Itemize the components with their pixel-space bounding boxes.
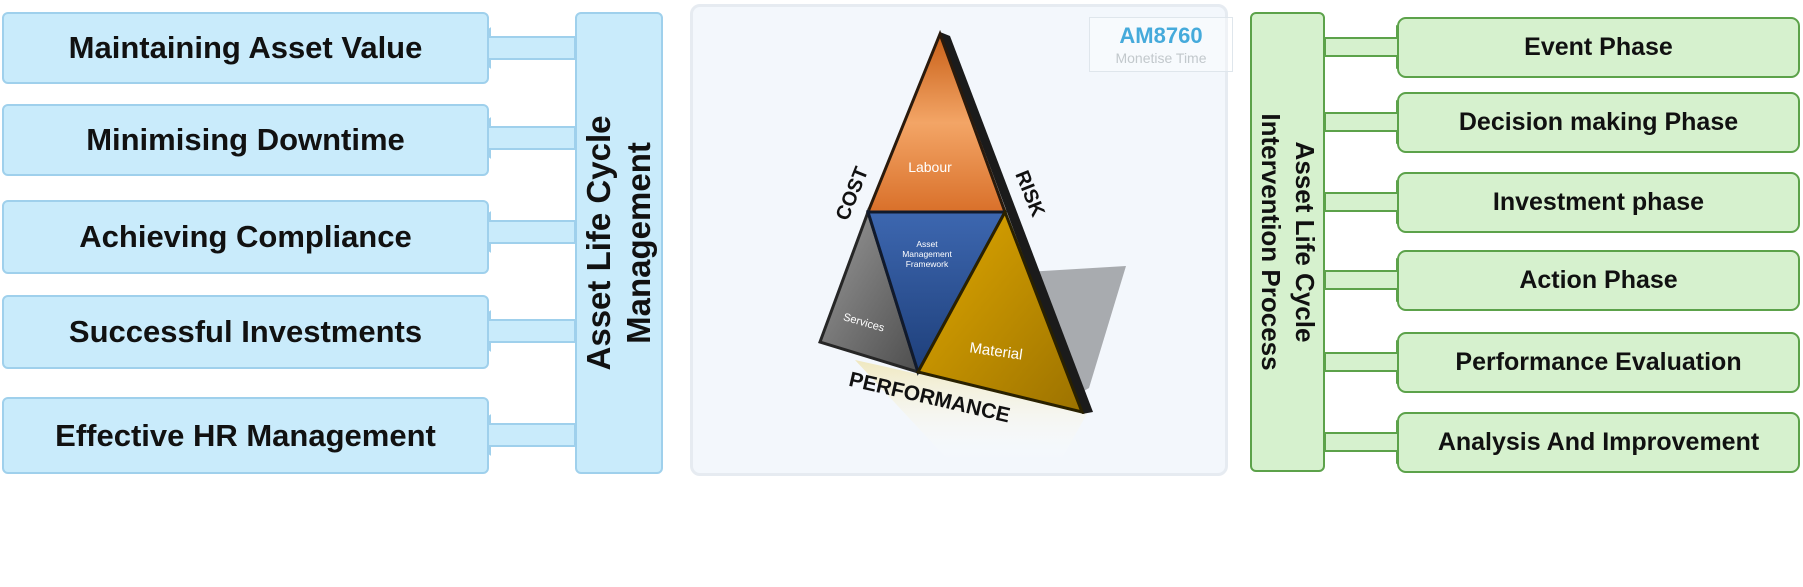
phase-event: Event Phase [1397, 17, 1800, 78]
phase-action: Action Phase [1397, 250, 1800, 311]
outcome-achieving-compliance: Achieving Compliance [2, 200, 489, 274]
logo-title: AM8760 [1119, 23, 1203, 48]
labour-segment [865, 29, 1008, 214]
framework-label-line-2: Management [902, 249, 952, 259]
phase-label: Analysis And Improvement [1437, 428, 1760, 456]
outcome-label: Successful Investments [68, 314, 423, 349]
phase-performance-evaluation: Performance Evaluation [1397, 332, 1800, 393]
phase-analysis-and-improvement: Analysis And Improvement [1397, 412, 1800, 473]
outcome-label: Achieving Compliance [79, 219, 412, 254]
phase-label: Performance Evaluation [1455, 348, 1742, 376]
phase-investment: Investment phase [1397, 172, 1800, 233]
outcome-effective-hr-management: Effective HR Management [2, 397, 489, 474]
phase-label: Event Phase [1524, 33, 1673, 61]
logo-subtitle: Monetise Time [1115, 50, 1207, 66]
asset-life-cycle-management-header: Asset Life Cycle Management [575, 12, 663, 474]
am8760-logo: AM8760 Monetise Time [1089, 17, 1233, 72]
header-line-1: Asset Life Cycle [1289, 141, 1320, 343]
pyramid-back-edge [940, 32, 1093, 414]
phase-decision-making: Decision making Phase [1397, 92, 1800, 153]
header-line-2: Intervention Process [1255, 113, 1286, 371]
header-vertical-text: Asset Life Cycle Intervention Process [1254, 113, 1322, 370]
outcome-maintaining-asset-value: Maintaining Asset Value [2, 12, 489, 84]
outcome-label: Maintaining Asset Value [68, 30, 423, 65]
outcome-successful-investments: Successful Investments [2, 295, 489, 369]
pyramid-reflection [855, 360, 1088, 462]
outcome-label: Minimising Downtime [86, 122, 405, 157]
labour-label: Labour [908, 159, 952, 175]
outcome-label: Effective HR Management [55, 417, 436, 453]
outcome-minimising-downtime: Minimising Downtime [2, 104, 489, 176]
material-segment [915, 208, 1085, 415]
phase-label: Decision making Phase [1458, 108, 1739, 136]
intervention-process-header: Asset Life Cycle Intervention Process [1250, 12, 1325, 472]
framework-label-line-1: Asset [916, 239, 938, 249]
phase-label: Investment phase [1492, 188, 1705, 216]
phase-label: Action Phase [1519, 266, 1678, 294]
framework-label-line-3: Framework [906, 259, 949, 269]
